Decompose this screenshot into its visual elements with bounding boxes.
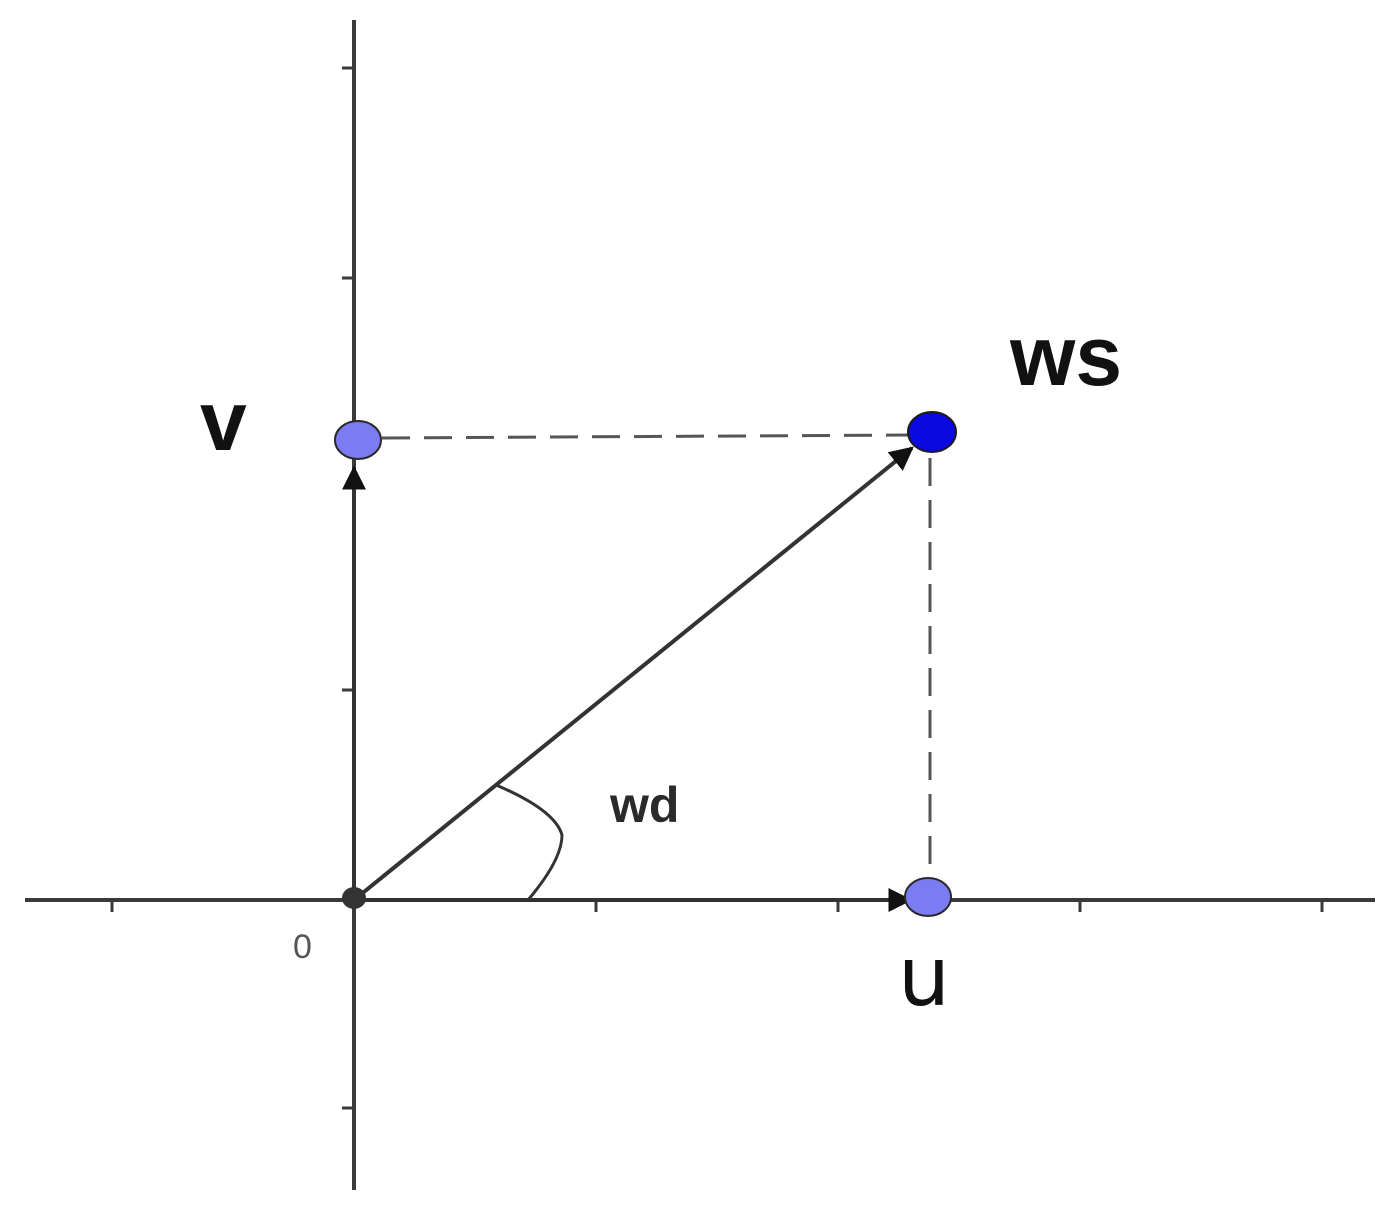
point-u — [904, 877, 952, 917]
point-ws — [907, 411, 957, 453]
vector-ws — [352, 446, 914, 902]
label-wd: wd — [609, 777, 679, 833]
label-origin: 0 — [293, 928, 312, 966]
label-v: v — [200, 374, 247, 468]
label-u: u — [898, 930, 950, 1025]
projection-line-horizontal — [381, 433, 913, 440]
angle-arc-wd — [495, 783, 564, 901]
point-v — [334, 420, 382, 460]
label-ws: ws — [1009, 309, 1122, 403]
point-origin — [342, 887, 366, 909]
